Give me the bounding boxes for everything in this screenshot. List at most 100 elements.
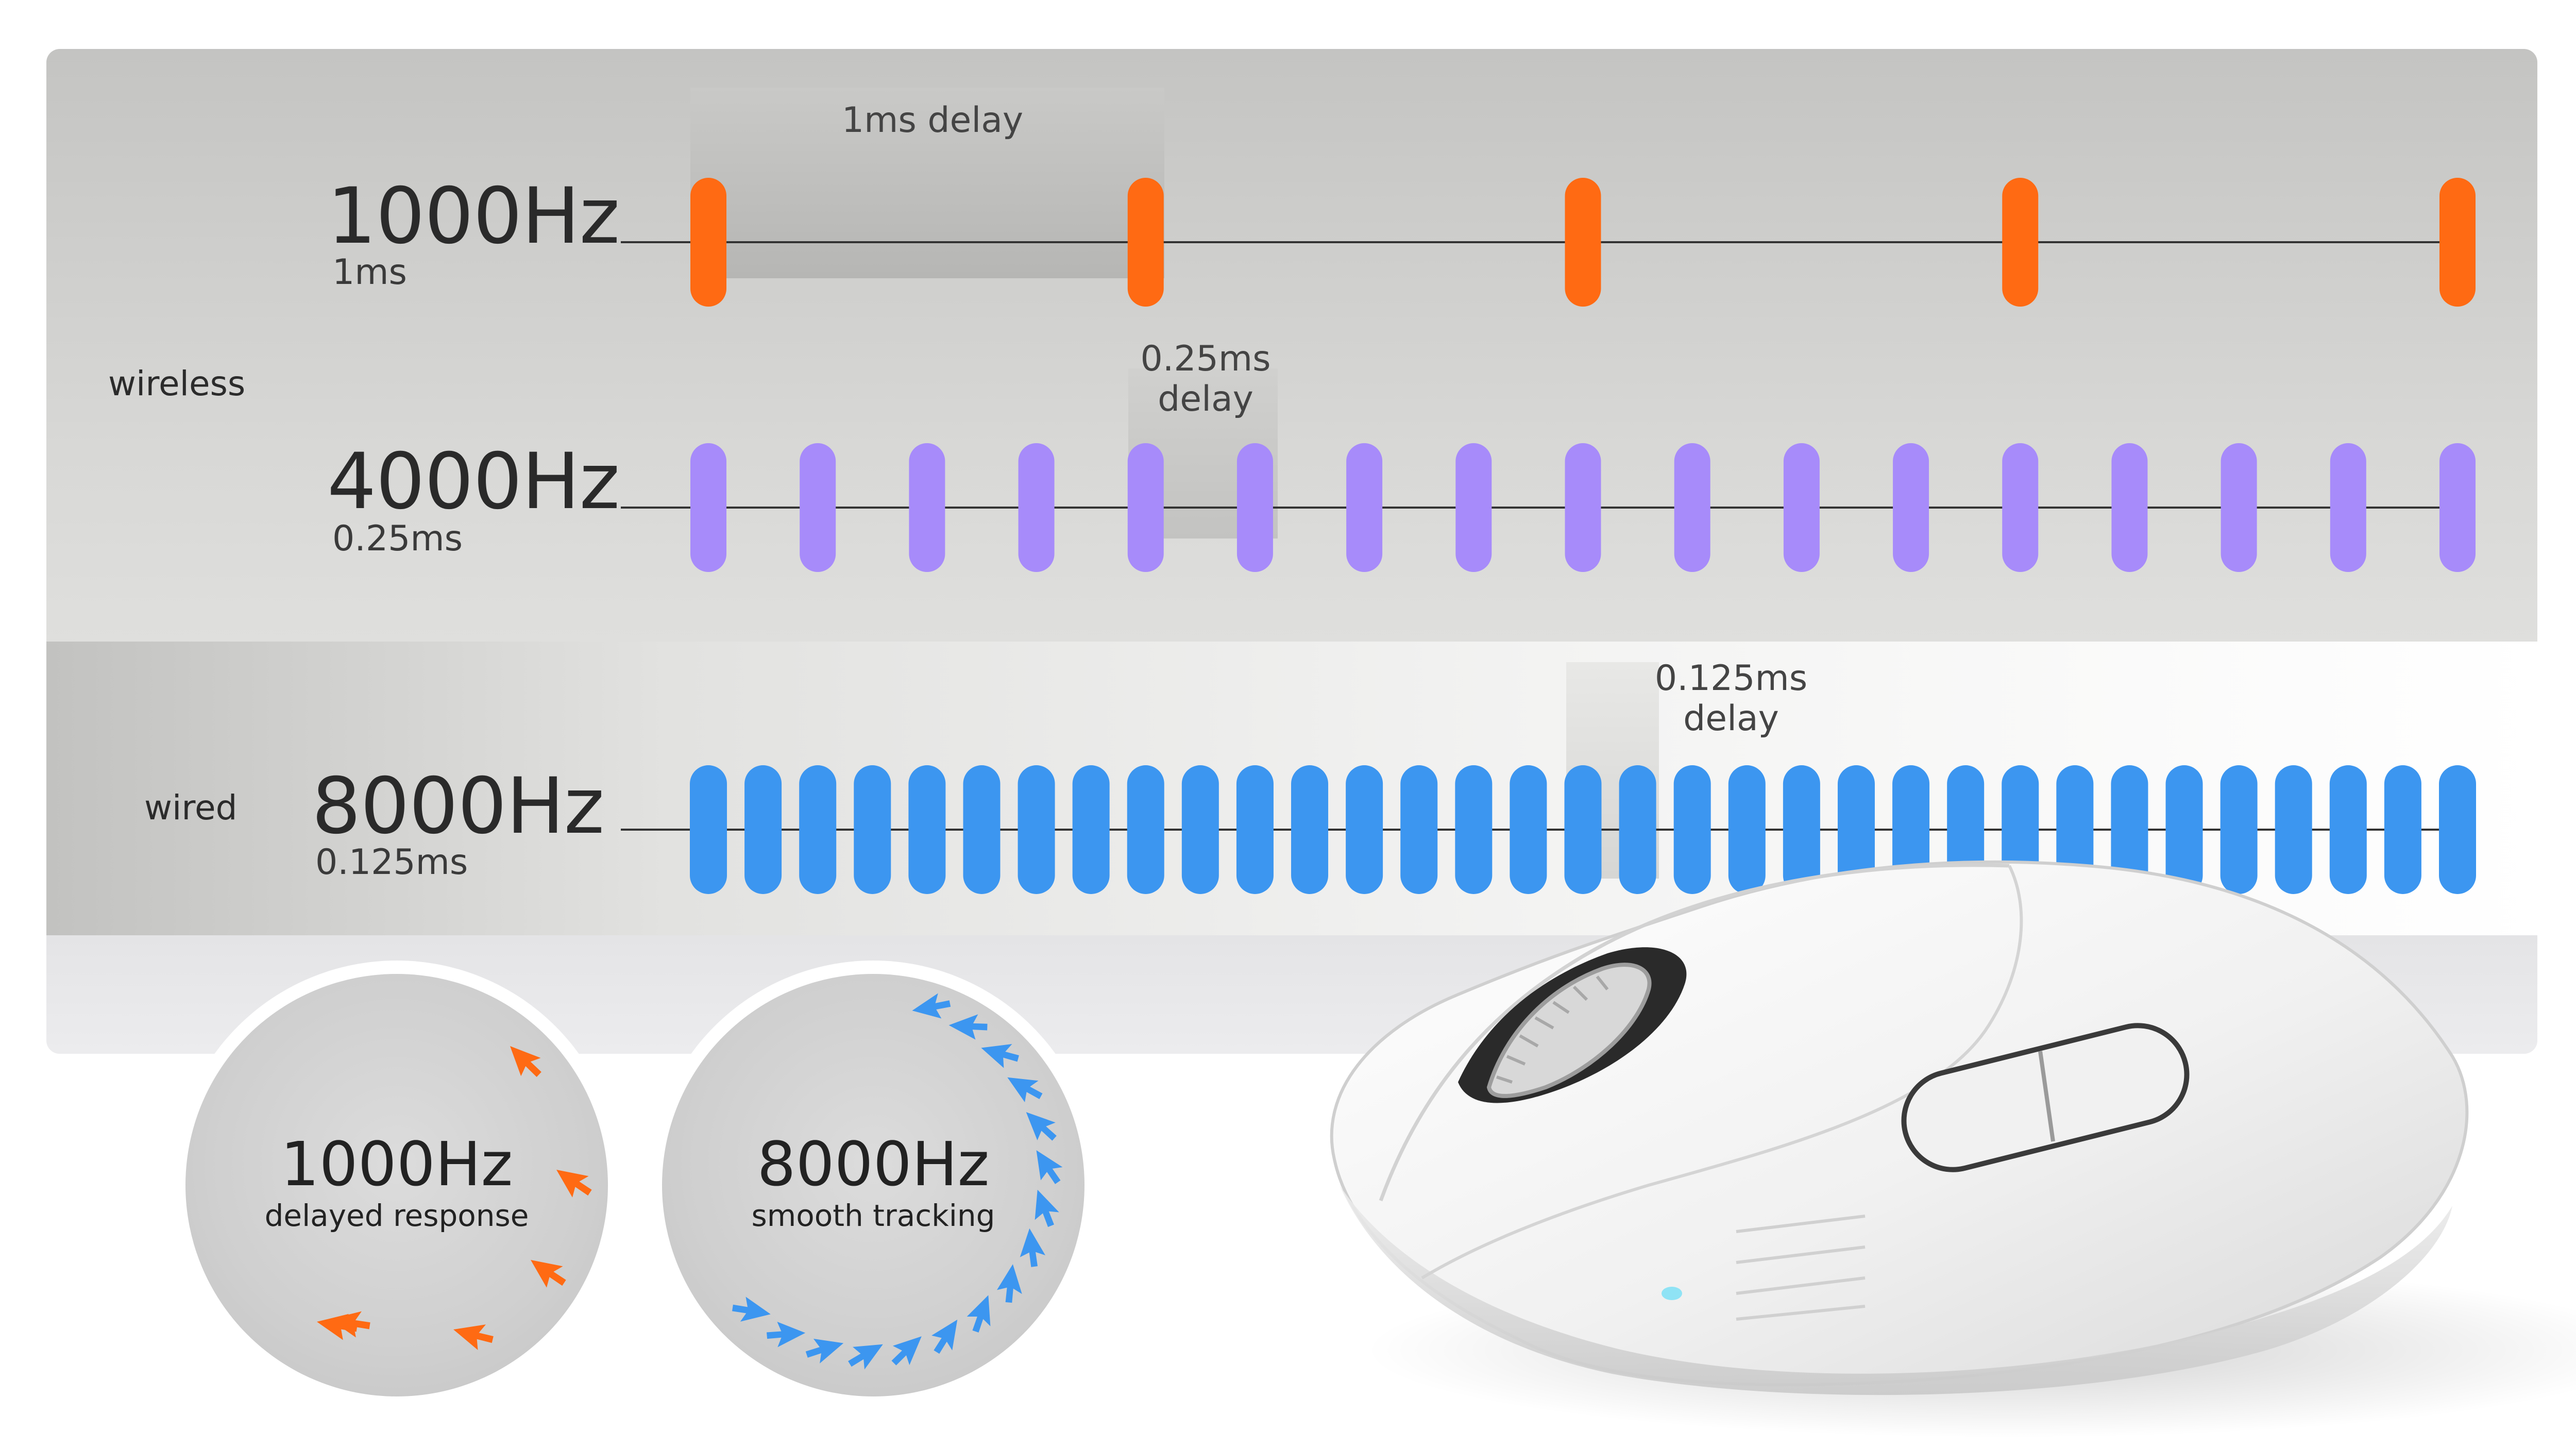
cursor-blue-14 (767, 1321, 806, 1348)
report-pill-r8000-13 (1400, 765, 1438, 894)
circle-title-1000: 1000Hz (280, 1129, 513, 1200)
report-pill-r1000-2 (1565, 178, 1601, 307)
report-pill-r8000-16 (1564, 765, 1602, 894)
cursor-blue-15 (732, 1297, 771, 1322)
mouse-lower-shell (1340, 1185, 2452, 1395)
freq-label-4000: 4000Hz (327, 437, 620, 527)
cursor-blue-0 (912, 993, 951, 1019)
cursor-blue-7 (1020, 1228, 1045, 1267)
cursor-blue-4 (1026, 1112, 1057, 1141)
cursor-orange-2 (531, 1260, 566, 1288)
report-pill-r1000-3 (2002, 178, 2039, 307)
delay-label-4000: 0.25ms delay (1140, 339, 1271, 420)
cursor-orange-0 (510, 1046, 541, 1077)
report-pill-r4000-8 (1565, 443, 1601, 572)
circle-subtitle-8000: smooth tracking (751, 1198, 995, 1233)
report-pill-r8000-25 (2056, 765, 2094, 894)
report-pill-r8000-32 (2439, 765, 2476, 894)
report-pill-r4000-3 (1018, 443, 1055, 572)
report-pill-r8000-11 (1291, 765, 1329, 894)
report-pill-r4000-10 (1783, 443, 1820, 572)
cursor-blue-1 (948, 1014, 988, 1040)
report-pill-r4000-6 (1346, 443, 1383, 572)
cursor-blue-2 (981, 1043, 1019, 1068)
cursor-blue-6 (1035, 1189, 1059, 1227)
report-pill-r8000-4 (908, 765, 946, 894)
delay-label-8000: 0.125ms delay (1654, 658, 1808, 739)
side-button-divider (2038, 1051, 2055, 1142)
scroll-wheel (1486, 963, 1652, 1098)
report-pill-r8000-22 (1892, 765, 1930, 894)
left-button-seam (1379, 863, 2010, 1202)
cursor-blue-13 (805, 1338, 844, 1363)
report-pill-r8000-30 (2329, 765, 2367, 894)
report-pill-r4000-0 (690, 443, 726, 572)
report-pill-r4000-7 (1455, 443, 1492, 572)
interval-label-1000: 1ms (332, 252, 407, 293)
report-pill-r1000-1 (1127, 178, 1164, 307)
side-grip-lines (1736, 1215, 1866, 1321)
cursor-circle-1000: 1000Hz delayed response (185, 974, 608, 1396)
report-pill-r8000-6 (1018, 765, 1055, 894)
freq-label-1000: 1000Hz (327, 172, 620, 261)
report-pill-r4000-16 (2439, 443, 2476, 572)
report-pill-r8000-8 (1127, 765, 1164, 894)
cursor-blue-9 (967, 1295, 991, 1333)
circle-title-8000: 8000Hz (757, 1129, 990, 1200)
report-pill-r8000-5 (963, 765, 1001, 894)
report-pill-r8000-31 (2384, 765, 2421, 894)
interval-label-4000: 0.25ms (332, 518, 463, 559)
wired-label: wired (144, 788, 238, 828)
report-pill-r4000-15 (2330, 443, 2366, 572)
report-pill-r4000-11 (1893, 443, 1929, 572)
report-pill-r8000-15 (1510, 765, 1547, 894)
wireless-label: wireless (108, 364, 246, 403)
delay-label-1000: 1ms delay (841, 100, 1024, 141)
cursor-blue-3 (1007, 1077, 1043, 1102)
report-pill-r8000-28 (2220, 765, 2258, 894)
report-pill-r8000-2 (799, 765, 837, 894)
report-pill-r4000-13 (2111, 443, 2148, 572)
top-seam (1421, 865, 2023, 1279)
cursor-orange-3 (453, 1324, 494, 1350)
report-pill-r4000-14 (2221, 443, 2257, 572)
cursor-blue-11 (891, 1336, 922, 1366)
report-pill-r1000-4 (2439, 178, 2476, 307)
report-pill-r8000-20 (1783, 765, 1820, 894)
report-pill-r8000-9 (1181, 765, 1219, 894)
report-pill-r1000-0 (690, 178, 726, 307)
cursor-orange-5 (317, 1314, 358, 1340)
cursor-blue-12 (848, 1344, 883, 1370)
report-pill-r8000-14 (1455, 765, 1493, 894)
scroll-wheel-ridges (1496, 975, 1609, 1084)
report-pill-r8000-26 (2111, 765, 2148, 894)
report-pill-r8000-18 (1673, 765, 1711, 894)
report-pill-r4000-5 (1236, 443, 1273, 572)
report-pill-r8000-19 (1728, 765, 1766, 894)
report-pill-r8000-27 (2165, 765, 2203, 894)
cursor-orange-1 (556, 1170, 592, 1198)
report-pill-r4000-9 (1674, 443, 1710, 572)
report-pill-r8000-3 (854, 765, 891, 894)
circle-subtitle-1000: delayed response (264, 1198, 529, 1233)
interval-label-8000: 0.125ms (315, 842, 468, 883)
cursor-blue-5 (1036, 1150, 1063, 1184)
delay-highlight-1000 (690, 88, 1164, 278)
report-pill-r8000-0 (690, 765, 727, 894)
report-pill-r8000-29 (2275, 765, 2312, 894)
report-pill-r8000-12 (1346, 765, 1383, 894)
cursor-circle-8000: 8000Hz smooth tracking (662, 974, 1084, 1396)
cursor-blue-8 (996, 1264, 1022, 1303)
cursor-blue-10 (931, 1319, 958, 1354)
report-pill-r8000-10 (1236, 765, 1274, 894)
report-pill-r8000-7 (1072, 765, 1110, 894)
freq-label-8000: 8000Hz (312, 762, 604, 851)
report-pill-r4000-12 (2002, 443, 2039, 572)
report-pill-r4000-1 (800, 443, 836, 572)
report-pill-r4000-2 (909, 443, 945, 572)
report-pill-r8000-17 (1619, 765, 1656, 894)
status-led (1662, 1287, 1682, 1300)
